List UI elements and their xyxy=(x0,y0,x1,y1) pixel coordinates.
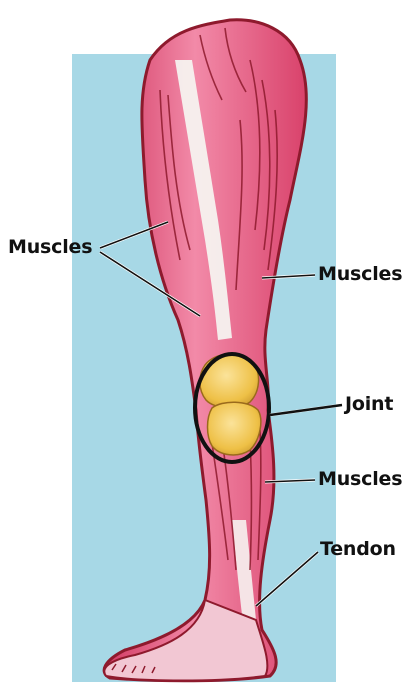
label-muscles-right-upper: Muscles xyxy=(318,263,402,285)
label-muscles-right-lower: Muscles xyxy=(318,468,402,490)
label-tendon: Tendon xyxy=(320,538,396,560)
label-joint: Joint xyxy=(345,393,393,415)
label-muscles-left: Muscles xyxy=(8,236,92,258)
